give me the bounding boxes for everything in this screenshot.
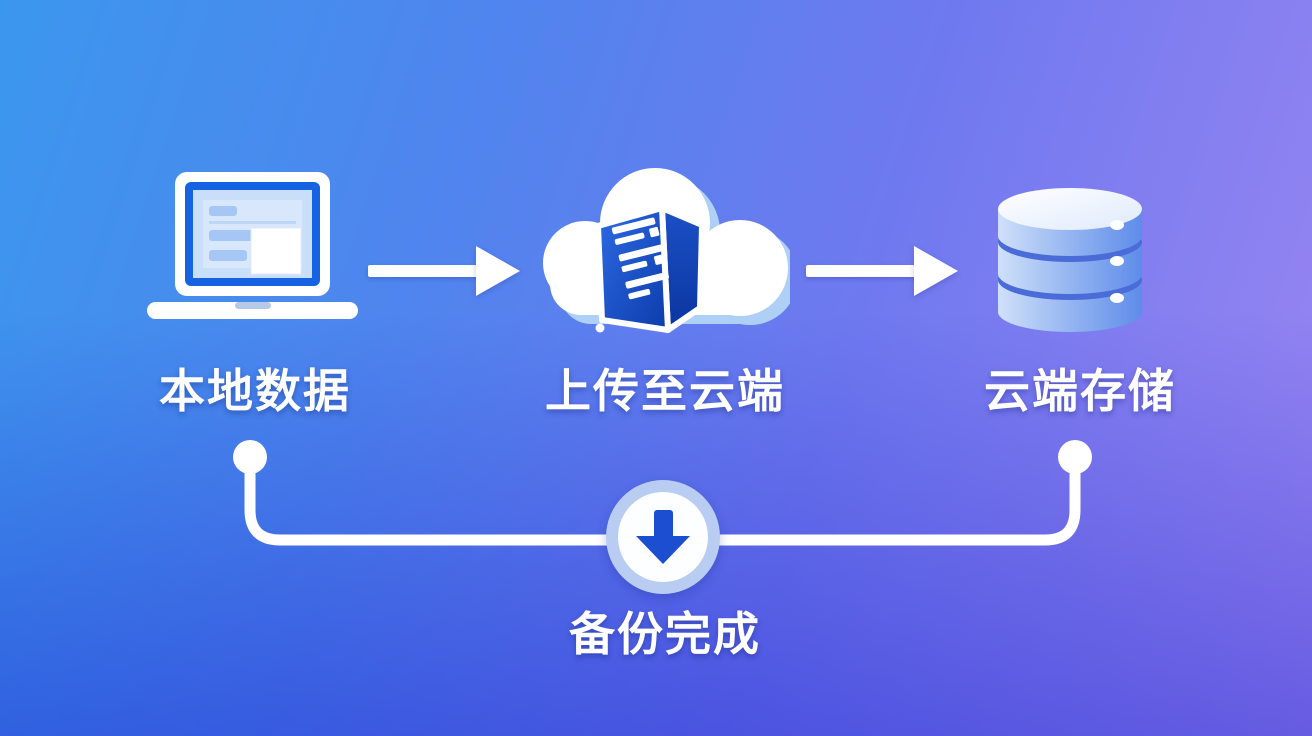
arrow-right-icon <box>368 246 520 296</box>
arrow-head <box>476 246 520 296</box>
arrow-shaft <box>806 265 918 277</box>
node-label-cloud-storage: 云端存储 <box>984 365 1176 417</box>
laptop-icon <box>135 166 370 341</box>
down-arrow-head <box>636 536 690 564</box>
badge-circle <box>618 492 708 582</box>
database-icon <box>990 165 1150 345</box>
completion-label: 备份完成 <box>569 608 761 660</box>
arrow-right-icon <box>806 246 958 296</box>
node-label-local-data: 本地数据 <box>159 365 351 417</box>
arrow-head <box>914 246 958 296</box>
node-label-upload-to-cloud: 上传至云端 <box>545 365 785 417</box>
down-arrow-shaft <box>653 510 673 536</box>
cloud-server-icon <box>540 158 798 345</box>
down-arrow-badge-icon <box>606 480 720 594</box>
arrow-shaft <box>368 265 480 277</box>
